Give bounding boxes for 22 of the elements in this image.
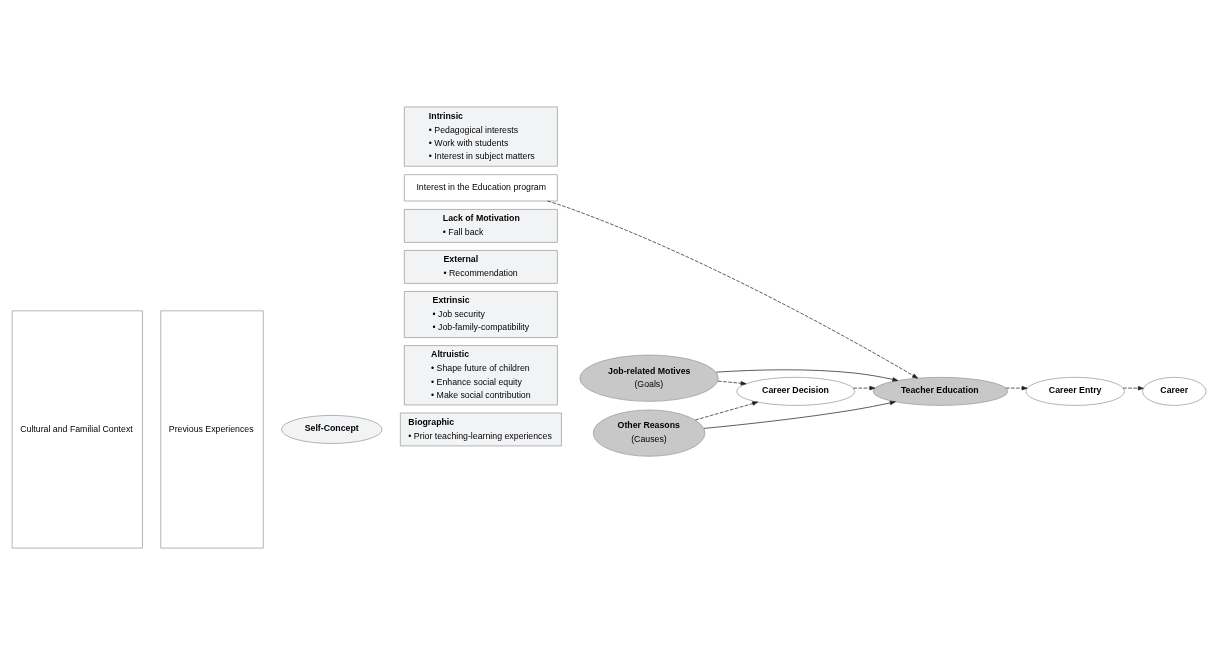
arrow — [703, 400, 896, 429]
node-ellipse: Job-related Motives (Goals) — [579, 354, 719, 402]
node-box: Extrinsic • Job security • Job-family-compatibility — [404, 291, 558, 338]
node-ellipse: Career Entry — [1025, 376, 1125, 406]
node-box: Previous Experiences — [160, 310, 264, 549]
node-box: Cultural and Familial Context — [11, 310, 143, 549]
node-box: Altruistic • Shape future of children • Enhance social equity • Make social contribution — [404, 345, 558, 406]
node-box: Lack of Motivation • Fall back — [404, 209, 558, 243]
arrow — [1122, 386, 1144, 391]
node-ellipse: Other Reasons (Causes) — [592, 409, 706, 457]
arrow — [715, 369, 899, 382]
arrow — [547, 200, 919, 379]
node-box: Intrinsic • Pedagogical interests • Work with students • Interest in subject matters — [404, 106, 558, 167]
node-box: Biographic • Prior teaching-learning experiences — [399, 412, 562, 447]
node-ellipse: Career — [1142, 376, 1207, 406]
node-box: External • Recommendation — [404, 250, 558, 284]
arrow — [695, 401, 759, 421]
arrow — [717, 380, 747, 386]
arrow — [1005, 386, 1028, 391]
node-box: Interest in the Education program — [404, 174, 558, 202]
node-ellipse: Self-Concept — [281, 415, 383, 444]
arrow — [852, 385, 876, 391]
